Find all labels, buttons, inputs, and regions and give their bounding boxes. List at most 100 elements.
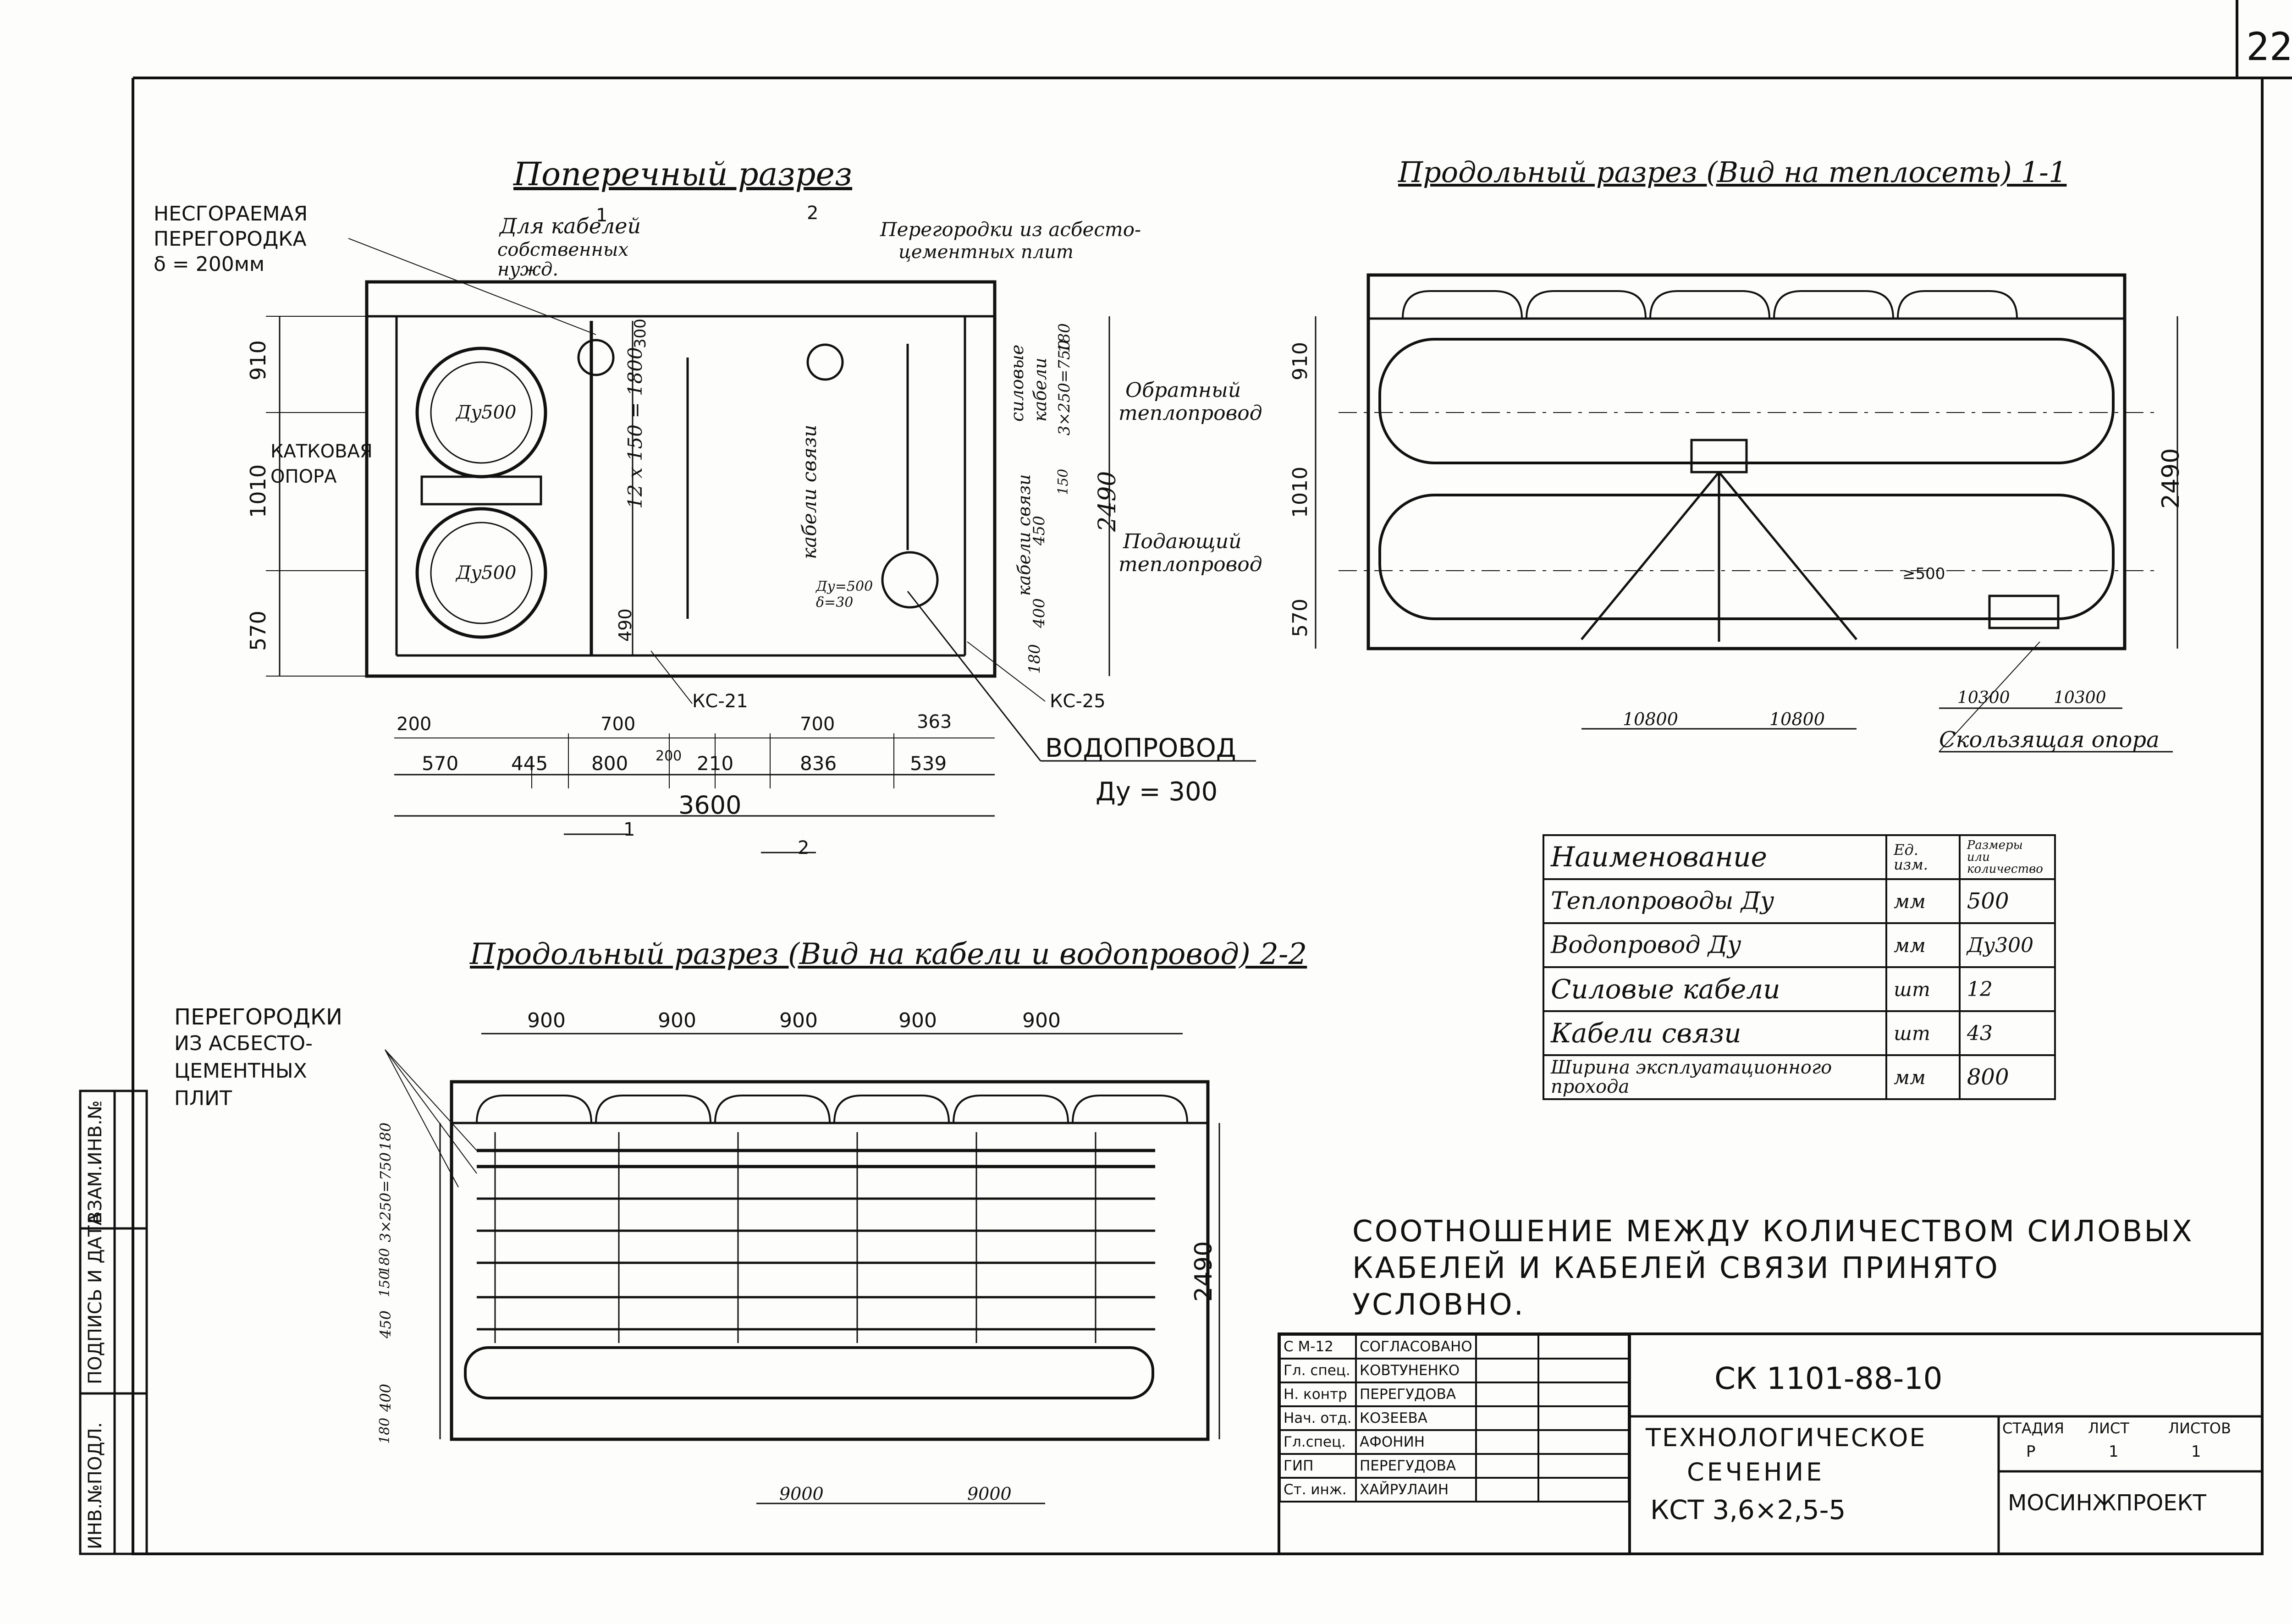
cs-dim-row1-700b: 700 <box>800 714 835 735</box>
signature-cell <box>1475 1405 1539 1431</box>
name-cell: ПЕРЕГУДОВА <box>1355 1453 1477 1479</box>
signature-row: Нач. отд.КОЗЕЕВА <box>1279 1405 1630 1431</box>
cs-right-dim-1: 3×250=750 <box>1055 340 1074 435</box>
role-cell: Ст. инж. <box>1279 1477 1357 1503</box>
cs-right-dim-2: 180 <box>1055 323 1074 353</box>
s11-dim-1010: 1010 <box>1289 467 1312 518</box>
spec-row: Кабели связи шт 43 <box>1542 1010 2056 1056</box>
partitions-note-3: ЦЕМЕНТНЫХ <box>174 1059 307 1083</box>
doc-title-1: ТЕХНОЛОГИЧЕСКОЕ <box>1646 1423 1927 1452</box>
small-note-2: δ=30 <box>816 595 854 611</box>
asbestos-note-1: Перегородки из асбесто- <box>880 218 1141 241</box>
comm-cables-label: кабели связи <box>798 424 821 560</box>
kc21-label: КС-21 <box>692 691 748 712</box>
document-code: СК 1101-88-10 <box>1714 1361 1943 1396</box>
role-cell: Гл.спец. <box>1279 1429 1357 1455</box>
s22-top-dim-4: 900 <box>898 1009 937 1032</box>
name-cell: КОВТУНЕНКО <box>1355 1358 1477 1383</box>
role-cell: ГИП <box>1279 1453 1357 1479</box>
spec-row-unit: мм <box>1885 922 1961 968</box>
s22-left-dim-3: 180 <box>377 1248 393 1274</box>
section-mark-1-bottom: 1 <box>623 819 635 840</box>
signature-cell <box>1475 1429 1539 1455</box>
section-11-title: Продольный разрез (Вид на теплосеть) 1-1 <box>1398 155 2067 189</box>
doc-title-2: СЕЧЕНИЕ <box>1687 1458 1825 1486</box>
cs-dim-row2-836: 836 <box>800 752 837 775</box>
signature-cell <box>1475 1358 1539 1383</box>
cs-left-dim-910: 910 <box>246 340 270 380</box>
cs-dim-row1-363: 363 <box>917 711 952 732</box>
signature-cell <box>1475 1334 1539 1360</box>
name-cell: ПЕРЕГУДОВА <box>1355 1382 1477 1407</box>
s22-top-dim-5: 900 <box>1022 1009 1061 1032</box>
signature-cell <box>1475 1382 1539 1407</box>
s22-left-dim-4: 150 <box>377 1271 393 1297</box>
spec-row-name: Ширина эксплуатационного прохода <box>1542 1054 1888 1100</box>
sliding-support-label: Скользящая опора <box>1939 727 2160 753</box>
partitions-note-2: ИЗ АСБЕСТО- <box>174 1032 313 1055</box>
date-cell <box>1537 1453 1630 1479</box>
s11-bottom-dim-2: 10800 <box>1769 709 1825 729</box>
water-pipe-diameter: Ду = 300 <box>1096 777 1218 807</box>
sheet-number: 22 <box>2246 24 2292 69</box>
date-cell <box>1537 1405 1630 1431</box>
s22-bottom-dim-1: 9000 <box>779 1484 824 1504</box>
cross-section-title: Поперечный разрез <box>513 155 853 193</box>
signature-row: Ст. инж.ХАЙРУЛАИН <box>1279 1477 1630 1503</box>
s22-bottom-dim-2: 9000 <box>967 1484 1012 1504</box>
return-pipe-label-1: Обратный <box>1125 379 1241 402</box>
return-pipe-label-2: теплопровод <box>1118 402 1262 425</box>
cs-inner-dim-490: 490 <box>615 608 635 642</box>
role-cell: С М-12 <box>1279 1334 1357 1360</box>
doc-title-3: КСТ 3,6×2,5-5 <box>1650 1494 1846 1525</box>
note-line-3: УСЛОВНО. <box>1352 1288 1525 1322</box>
name-cell: АФОНИН <box>1355 1429 1477 1455</box>
cs-left-dim-1010: 1010 <box>246 464 270 518</box>
spec-header-unit: Ед. изм. <box>1885 834 1961 880</box>
water-pipe-label: ВОДОПРОВОД <box>1045 733 1236 763</box>
side-stamp-sign: ПОДПИСЬ И ДАТА <box>85 1213 106 1384</box>
s11-sliding-dim-1: 10300 <box>1957 688 2010 707</box>
cs-dim-row2-570: 570 <box>422 752 459 775</box>
supply-pipe-label-1: Подающий <box>1123 530 1242 553</box>
stage-label: СТАДИЯ <box>2002 1420 2064 1437</box>
name-cell: СОГЛАСОВАНО <box>1355 1334 1477 1360</box>
role-cell: Нач. отд. <box>1279 1405 1357 1431</box>
spec-header-size: Размеры или количество <box>1958 834 2056 880</box>
signature-row: Гл.спец.АФОНИН <box>1279 1429 1630 1455</box>
sheet-value: 1 <box>2109 1442 2119 1461</box>
s22-left-dim-6: 400 <box>377 1383 394 1412</box>
side-stamp-inv: ИНВ.№ПОДЛ. <box>85 1422 106 1549</box>
role-cell: Гл. спец. <box>1279 1358 1357 1383</box>
supply-pipe-label-2: теплопровод <box>1118 553 1262 576</box>
spec-row-unit: шт <box>1885 1010 1961 1056</box>
fire-partition-label-3: δ = 200мм <box>154 253 265 276</box>
cs-dim-row1-200: 200 <box>397 714 432 735</box>
lower-pipe-diameter: Дy500 <box>456 562 517 584</box>
stage-value: Р <box>2026 1442 2036 1461</box>
spec-header-name: Наименование <box>1542 834 1888 880</box>
side-stamp-replace: ВЗАМ.ИНВ.№ <box>85 1100 106 1224</box>
signature-cell <box>1475 1453 1539 1479</box>
spec-row-value: 43 <box>1958 1010 2056 1056</box>
s11-bottom-dim-1: 10800 <box>1623 709 1678 729</box>
vertical-spacing-dim: 12 x 150 = 1800 <box>624 347 646 509</box>
roller-support-label-2: ОПОРА <box>270 466 337 487</box>
spec-row-value: 12 <box>1958 966 2056 1012</box>
cs-overall-height: 2490 <box>1094 471 1121 532</box>
s22-top-dim-2: 900 <box>658 1009 696 1032</box>
partitions-note-1: ПЕРЕГОРОДКИ <box>174 1004 342 1030</box>
section-mark-2-top: 2 <box>807 203 819 224</box>
spec-row-unit: мм <box>1885 1054 1961 1100</box>
s22-left-dim-2: 3×250=750 <box>377 1152 394 1242</box>
spec-row-unit: шт <box>1885 966 1961 1012</box>
cs-dim-row2-445: 445 <box>511 752 548 775</box>
cables-note-1: Для кабелей <box>500 214 641 238</box>
power-cables-label-2: кабели <box>1030 358 1050 422</box>
sheets-label: ЛИСТОВ <box>2168 1420 2231 1437</box>
s22-top-dim-1: 900 <box>527 1009 566 1032</box>
